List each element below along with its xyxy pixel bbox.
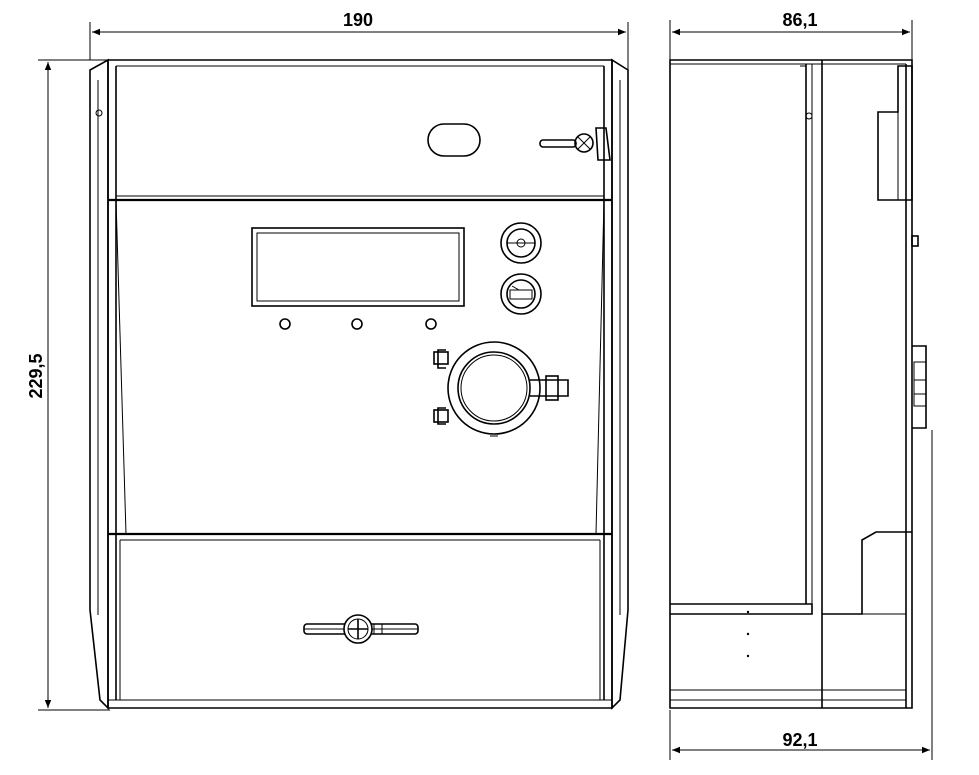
dimension-depth-top: 86,1 bbox=[669, 10, 913, 62]
front-view bbox=[89, 58, 629, 710]
sealable-button-icon bbox=[500, 273, 542, 315]
dimension-label-width: 190 bbox=[343, 10, 373, 30]
side-view bbox=[669, 59, 927, 709]
optical-port-icon bbox=[433, 341, 569, 437]
terminal-cover-screw-icon bbox=[303, 614, 419, 644]
dimension-label-depth-bottom: 92,1 bbox=[782, 730, 817, 750]
led-indicator bbox=[351, 318, 363, 330]
mounting-hole bbox=[95, 109, 103, 117]
led-indicator bbox=[425, 318, 437, 330]
led-indicator bbox=[279, 318, 291, 330]
seal-screw-icon bbox=[539, 127, 611, 161]
dimension-width-front: 190 bbox=[89, 10, 629, 70]
round-button-icon bbox=[500, 222, 542, 264]
dimension-height-front: 229,5 bbox=[26, 59, 110, 711]
dimension-label-depth-top: 86,1 bbox=[782, 10, 817, 30]
oval-button-icon bbox=[427, 123, 481, 157]
dimension-depth-bottom: 92,1 bbox=[669, 430, 933, 760]
dimension-label-height: 229,5 bbox=[26, 353, 46, 398]
lcd-display bbox=[251, 227, 465, 307]
